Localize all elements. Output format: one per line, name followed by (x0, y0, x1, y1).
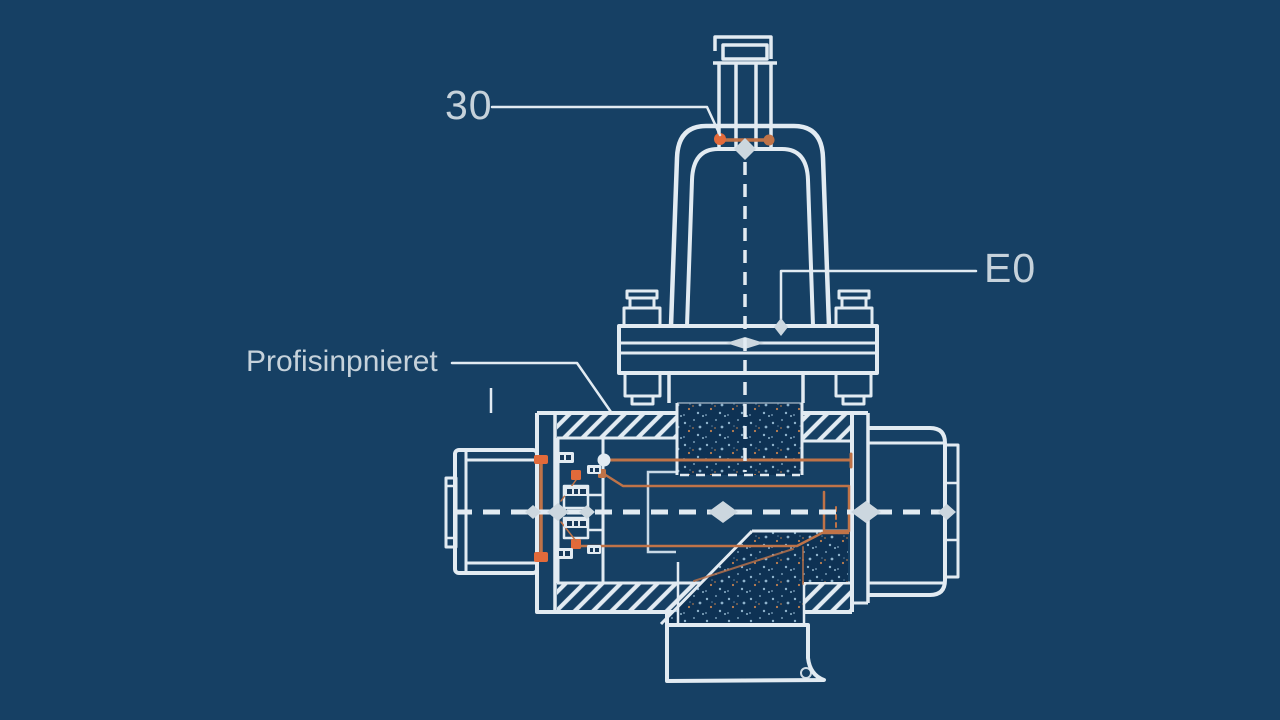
wire-c-cap (571, 539, 581, 549)
centerline-diamond-5 (851, 501, 881, 523)
yoke-flange (617, 289, 879, 406)
leader-e0-line (779, 269, 978, 321)
leader-e0-arrowhead (774, 318, 788, 336)
wire-b (602, 472, 851, 533)
centerline-diamond-2 (547, 503, 569, 521)
tab-foot (630, 394, 655, 406)
leader-e0 (774, 269, 978, 336)
centerline-diamond-4 (708, 501, 738, 523)
micro-label-2 (587, 465, 601, 474)
pin-wire-dot-right (763, 134, 775, 146)
micro-label-5 (556, 548, 573, 559)
wire-b-cap-1 (571, 470, 581, 480)
bonnet-outer (668, 123, 832, 327)
wire-c (579, 531, 850, 548)
label-dim-e0: E0 (984, 245, 1037, 291)
leader-30-line (490, 105, 722, 137)
flange-outline (617, 324, 879, 375)
body-hatch-band-top-right (803, 415, 852, 441)
stem-cap-inner (721, 43, 769, 61)
tab (834, 371, 873, 398)
bolt-cap (837, 289, 871, 300)
tab (623, 371, 662, 398)
gate-bar-cap-bottom (534, 552, 548, 562)
horizontal-centerline (455, 501, 956, 523)
label-part-30: 30 (445, 82, 493, 128)
leader-annotation-line (450, 361, 613, 414)
pin-wire-dot-left (714, 133, 726, 145)
flange-bolt-right (834, 289, 874, 328)
flange-bolt-left (622, 289, 662, 328)
flange-tab-left (623, 371, 662, 406)
vertical-centerline (734, 138, 756, 472)
micro-labels (556, 452, 601, 559)
top-packing-block (675, 402, 804, 477)
bonnet-top-diamond (734, 138, 756, 160)
bolt-base (834, 306, 874, 328)
gate-bar-cap-top (534, 455, 548, 464)
port-hatch-fill (665, 623, 826, 683)
micro-label-3 (564, 486, 589, 496)
centerline-diamond-3 (579, 505, 595, 519)
centerline-diamond-1 (525, 505, 541, 519)
bottom-port (665, 611, 826, 683)
micro-label-6 (587, 545, 601, 554)
bonnet-dome (668, 123, 832, 327)
bolt-base (622, 306, 662, 328)
flange-tab-right (834, 371, 873, 406)
bonnet-inner (685, 147, 815, 327)
leader-30 (490, 105, 722, 137)
micro-label-4 (564, 518, 589, 528)
gate-orange-bar (534, 455, 548, 562)
body-hatch-band-bottom-right (804, 583, 852, 612)
top-stipple-fill (677, 403, 802, 475)
label-annotation: Profisinpnieret (246, 345, 438, 378)
seat-profile (646, 470, 676, 554)
bolt-cap (625, 289, 659, 300)
wire-a-node (597, 453, 611, 467)
centerline-diamond-6 (938, 504, 956, 520)
tab-foot (841, 394, 866, 406)
leader-annotation (450, 361, 613, 414)
body-hatch-band-top-left (557, 414, 677, 438)
wire-c-thin-diag (560, 521, 577, 542)
wire-c-stipple-diag (693, 548, 794, 582)
actuator-stem (713, 35, 777, 147)
bottom-stipple-fill (661, 531, 848, 624)
stem-cap-outer (713, 35, 773, 59)
port-corner-curl (800, 667, 812, 679)
left-end-cap (444, 476, 458, 549)
micro-label-1 (557, 452, 574, 463)
